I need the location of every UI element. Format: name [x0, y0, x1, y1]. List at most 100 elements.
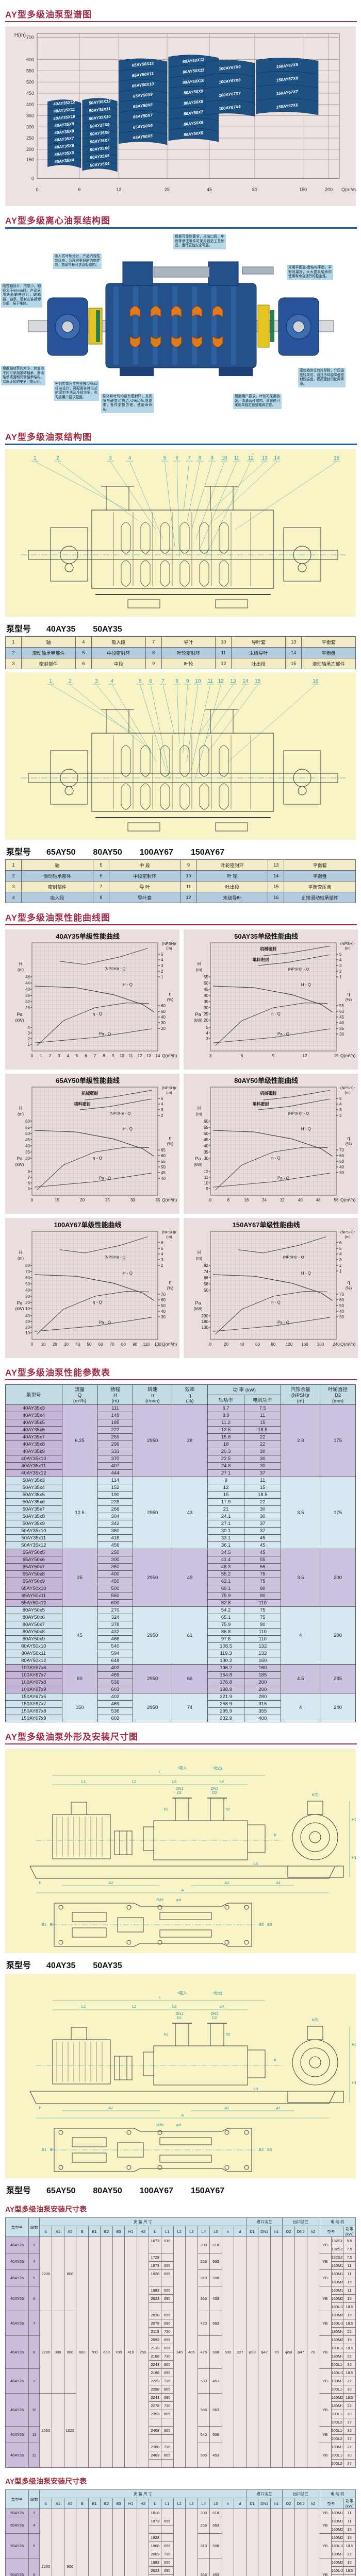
text-element: 40 [204, 1144, 208, 1148]
path-element [160, 745, 170, 777]
text-element: 5 [161, 1096, 163, 1101]
stage-cell: 5 [28, 2269, 40, 2286]
text-element: 25 [204, 1012, 208, 1016]
section-title-outline: AY型多级油泵外形及安装尺寸图 [5, 1732, 139, 1742]
path-element [121, 745, 131, 777]
path-element [85, 1090, 152, 1100]
head-cell: 500 [97, 1585, 134, 1592]
text-element: (NPSH)r [162, 1086, 177, 1090]
text-element: 55 [339, 1004, 344, 1008]
line-element [203, 684, 246, 744]
pump-model-cell: 40AY35 [5, 2286, 29, 2311]
text-element: 40AY35X6 [54, 143, 74, 150]
text-element: 2 [49, 1054, 52, 1058]
pump-model-cell: 50AY35 [5, 2533, 29, 2558]
part-number: 13 [285, 636, 302, 648]
pump-model-cell: 40AY35 [5, 2368, 29, 2394]
text-element: 2 [339, 1113, 342, 1118]
text-element: DN2 [210, 1786, 218, 1791]
text-element: η [169, 1136, 171, 1141]
dim-L1: 510 [160, 2236, 174, 2245]
pump-model-cell: 40AY35 [5, 2311, 29, 2336]
shaft-power-cell: 41.4 [207, 1556, 245, 1564]
text-element: 5 [339, 1246, 342, 1251]
text-element: (m) [18, 1256, 24, 1261]
dim-L1: 695 [160, 2368, 174, 2377]
pump-model: 50AY35 [93, 625, 122, 634]
line-element [207, 684, 258, 753]
shaft-power-cell: 62.1 [207, 1578, 245, 1585]
dim-L1: 655 [160, 2269, 174, 2278]
line-element [194, 684, 221, 781]
rect-element [120, 368, 154, 376]
shaft-power-cell: 15 [207, 1491, 245, 1499]
pump-model: 40AY35 [46, 625, 76, 634]
stage-cell: 12 [28, 2443, 40, 2468]
dim-L: 2408 [149, 2426, 161, 2435]
dim-B: 660 [76, 2236, 89, 2468]
pump-model: 40AY35 [46, 1961, 76, 1970]
path-element [34, 986, 155, 1012]
dim-L: 1873 [149, 2517, 161, 2526]
shaft-power-cell: 75.9 [207, 1592, 245, 1600]
motor-power-cell: 11 [343, 2517, 356, 2526]
dim-L1: 805 [160, 2410, 174, 2418]
text-element: 50AY35X4 [90, 161, 110, 168]
callout-note-2: 吸入式叶轮设计，产品汽蚀性能优良，为获得更好的汽蚀性能，首级叶轮可选双吸结构。 [53, 253, 102, 269]
part-number: 5 [75, 647, 92, 658]
path-element [140, 522, 151, 554]
text-element: A2 [224, 2106, 229, 2110]
motor-power-cell: 18.5 [343, 2368, 356, 2377]
dim-L [149, 2245, 161, 2253]
text-element: 35 [25, 1150, 30, 1155]
text-element: 40 [339, 1309, 344, 1314]
path-element [37, 1002, 149, 1046]
part-number: 4 [5, 892, 22, 903]
head-cell: 603 [97, 1715, 134, 1722]
pump-model-cell: 50AY35x7 [5, 1505, 62, 1513]
column-header: D2 [282, 2226, 295, 2237]
rect-element [113, 286, 119, 365]
text-element: B3 [267, 1922, 272, 1927]
shaft-power-cell: 22.5 [207, 1455, 245, 1463]
motor-series-cell: YB [319, 2311, 332, 2336]
speed-cell: 2950 [133, 1477, 173, 1549]
pump-model-cell: 40AY35 [5, 2443, 29, 2468]
section-title-spectrum: AY型多级油泵型谱图 [5, 10, 92, 20]
head-cell: 222 [97, 1426, 134, 1434]
column-header: 泵型号 [5, 1384, 62, 1405]
text-element: 13 [262, 455, 268, 461]
column-header: L4 [197, 2226, 210, 2237]
pump-model-cell: 50AY35x5 [5, 1491, 62, 1499]
motor-power-cell: 30 [343, 2451, 356, 2460]
text-element: 0 [31, 176, 34, 181]
text-element: 66 [204, 1276, 208, 1280]
text-element: 150AY67单级性能曲线 [232, 1221, 300, 1229]
eff-cell: 61 [172, 1606, 208, 1665]
dim-A1 [52, 2393, 64, 2468]
text-element: (m) [166, 1234, 172, 1239]
text-element: η [347, 1136, 350, 1141]
head-cell: 300 [97, 1556, 134, 1564]
text-element: 50 [25, 1131, 30, 1136]
part-name: 叶轮密封环 [196, 859, 269, 871]
rect-element [159, 2137, 212, 2145]
dim-L: 1928 [149, 2269, 161, 2278]
motor-power-cell: 30 [244, 1455, 282, 1463]
path-element [160, 783, 170, 810]
column-header: DN1 [258, 2226, 271, 2237]
text-element: H - Q [123, 982, 133, 987]
text-element: 30 [25, 1294, 30, 1299]
text-element: 10 [25, 1307, 30, 1311]
text-element: 15 [55, 1198, 59, 1202]
column-header: 级数 [28, 2489, 40, 2509]
flange-h2: 70 [306, 2509, 320, 2576]
pump-model-cell: 50AY35x8 [5, 1513, 62, 1520]
performance-curve-chart: 80AY50单级性能曲线H(m)Pa(kW)(NPSH)r(m)η(%)6055… [194, 1077, 356, 1202]
column-header: L1 [160, 2226, 174, 2237]
text-element: 6 [85, 1054, 87, 1058]
